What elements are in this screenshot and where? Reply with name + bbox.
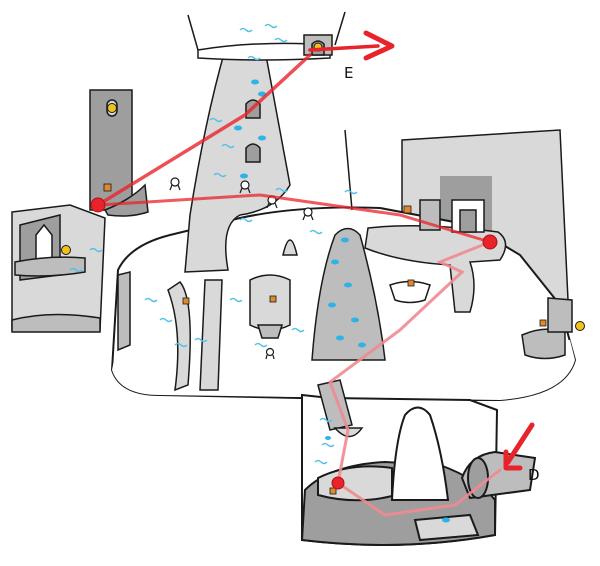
tower-window-lower (245, 143, 261, 163)
coin-icon (575, 321, 585, 331)
route (96, 44, 502, 517)
lower-stalagmite (390, 406, 450, 501)
left-floor (11, 313, 101, 333)
ghost-enemy-icon (239, 180, 251, 194)
right-platform (364, 199, 573, 360)
route-arrow-icon (505, 422, 535, 465)
waypoint-icon (90, 197, 106, 213)
tower-base-right (199, 279, 223, 391)
foliage (69, 23, 358, 465)
left-ledge (14, 256, 86, 277)
entry-label: D (528, 466, 540, 484)
left-arch-window (35, 223, 53, 261)
waypoint-icon (482, 234, 498, 250)
left-cave-pillar (117, 271, 131, 352)
center-pillars (249, 227, 386, 361)
right-edge-ledge (521, 328, 566, 360)
crates (103, 183, 547, 495)
right-gate-inner (459, 209, 477, 233)
route-arrow-icon (503, 449, 523, 471)
route-mid (96, 193, 492, 244)
waterfall-pillar (311, 227, 386, 361)
crate-icon (407, 279, 415, 287)
route-arrows (363, 30, 535, 471)
water-drops (234, 79, 450, 523)
enemies (169, 177, 314, 360)
waypoint-icon (331, 476, 345, 490)
cave-floor-shade (112, 339, 575, 400)
mid-pedestal (256, 324, 284, 339)
mid-cylinder (249, 274, 291, 331)
ghost-enemy-icon (169, 177, 181, 191)
exit-label: E (344, 64, 353, 82)
coin-icon (61, 245, 71, 255)
ghost-enemy-icon (265, 347, 275, 360)
tower-top-ring (197, 42, 331, 61)
crate-icon (539, 319, 547, 327)
right-pedestal (389, 280, 431, 304)
waypoints (90, 197, 498, 490)
right-edge-block (547, 297, 573, 333)
route-up (96, 53, 312, 207)
crate-icon (269, 295, 277, 303)
center-spike (282, 239, 298, 256)
route-trail (328, 240, 502, 517)
ceiling-lines (187, 11, 353, 211)
crate-icon (403, 205, 412, 214)
route-arrow-icon (363, 30, 395, 61)
crate-icon (103, 183, 112, 192)
lower-right-ledge (413, 513, 480, 542)
coin-icon (107, 103, 117, 113)
crate-icon (182, 297, 190, 305)
route-top (308, 44, 380, 52)
crate-icon (329, 487, 337, 495)
ghost-enemy-icon (302, 207, 314, 221)
